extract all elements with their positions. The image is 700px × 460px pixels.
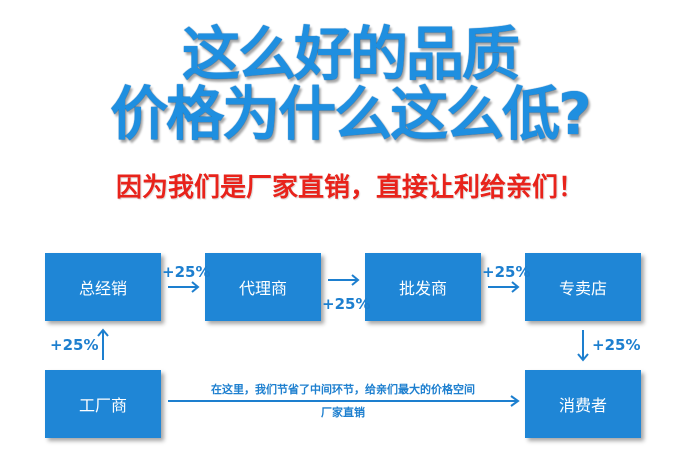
markup-distributor-to-agent: +25% xyxy=(162,263,211,281)
arrow-store-to-consumer xyxy=(577,330,589,362)
arrow-wholesaler-to-store xyxy=(488,281,520,293)
markup-wholesaler-to-store: +25% xyxy=(482,263,531,281)
headline-line-1: 这么好的品质 xyxy=(181,20,520,88)
markup-store-to-consumer: +25% xyxy=(592,336,641,354)
node-factory: 工厂商 xyxy=(45,370,161,438)
markup-agent-to-wholesaler: +25% xyxy=(322,295,371,313)
node-general-distributor: 总经销 xyxy=(45,253,161,321)
arrow-factory-to-distributor xyxy=(97,328,109,360)
node-agent: 代理商 xyxy=(205,253,321,321)
slogan: 因为我们是厂家直销，直接让利给亲们！ xyxy=(115,173,584,203)
node-consumer: 消费者 xyxy=(525,370,641,438)
arrow-factory-to-consumer xyxy=(168,395,520,407)
markup-factory-to-distributor: +25% xyxy=(50,336,99,354)
direct-path-label: 厂家直销 xyxy=(321,406,365,419)
arrow-agent-to-wholesaler xyxy=(328,274,360,286)
node-retail-store: 专卖店 xyxy=(525,253,641,321)
arrow-distributor-to-agent xyxy=(168,281,200,293)
node-wholesaler: 批发商 xyxy=(365,253,481,321)
headline-line-2: 价格为什么这么低? xyxy=(110,80,592,148)
direct-path-note: 在这里，我们节省了中间环节，给亲们最大的价格空间 xyxy=(211,383,475,396)
